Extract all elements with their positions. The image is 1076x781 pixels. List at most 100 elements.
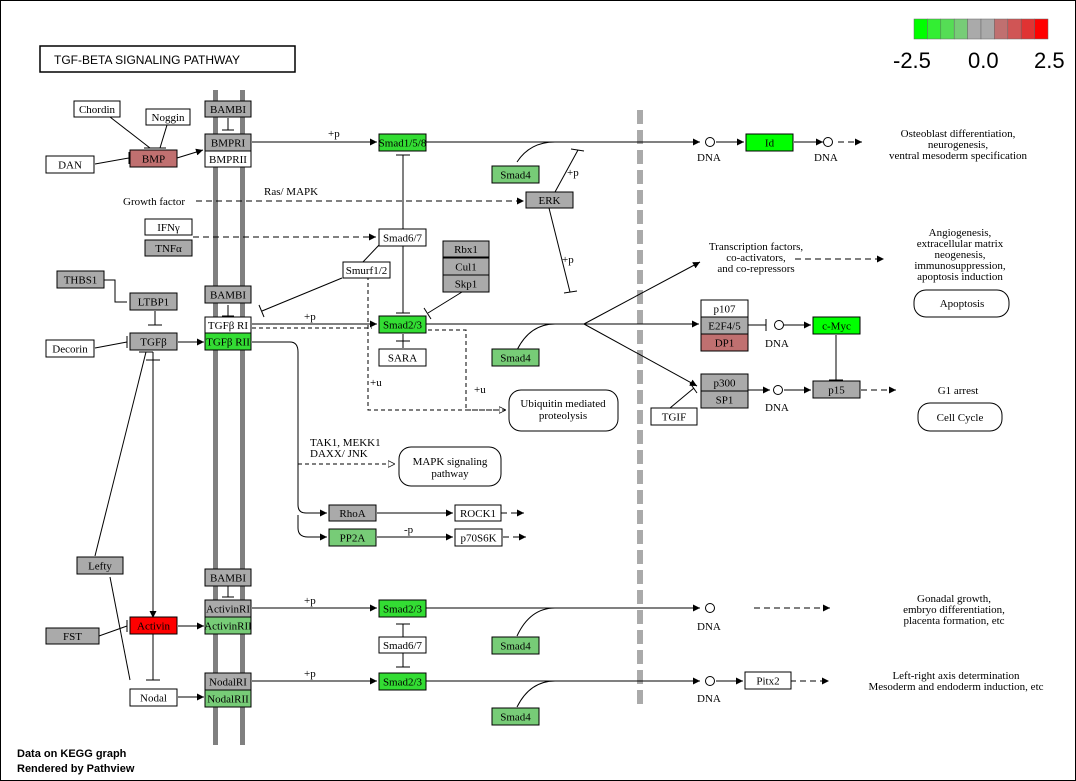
gene-node-smad23-3[interactable]: Smad2/3 (378, 672, 427, 691)
gene-node-nodalrii[interactable]: NodalRII (204, 689, 252, 708)
footer-line-1: Data on KEGG graph (17, 748, 127, 760)
gene-node-activinrii[interactable]: ActivinRII (204, 616, 252, 635)
gene-node-dan[interactable]: DAN (45, 155, 95, 174)
gene-node-p15[interactable]: p15 (812, 380, 861, 399)
gene-node-smurf12[interactable]: Smurf1/2 (342, 261, 391, 279)
outcome-angio-4: immunosuppression, (914, 260, 1006, 272)
gene-node-activin[interactable]: Activin (129, 616, 178, 635)
gene-node-smad4-4[interactable]: Smad4 (491, 707, 540, 726)
gene-node-tgif[interactable]: TGIF (650, 407, 698, 426)
tak1-label-2: DAXX/ JNK (310, 448, 368, 460)
ubiquitin-pathway-node[interactable] (508, 389, 619, 432)
gene-node-label: DAN (58, 160, 82, 172)
gene-node-box (378, 636, 427, 654)
gene-node-box (812, 380, 861, 399)
gene-node-bmp[interactable]: BMP (129, 149, 178, 168)
gene-node-lefty[interactable]: Lefty (76, 556, 124, 575)
gene-node-cul1[interactable]: Cul1 (442, 257, 490, 276)
gene-node-bambi2[interactable]: BAMBI (204, 285, 252, 304)
legend-min-label: -2.5 (893, 48, 931, 73)
gene-node-label: ActivinRI (206, 604, 250, 616)
gene-node-tgfbri[interactable]: TGFβ RI (204, 316, 252, 334)
gene-node-box (491, 348, 540, 367)
gene-node-box (812, 316, 861, 335)
gene-node-label: SARA (388, 353, 417, 365)
gene-node-smad4-1[interactable]: Smad4 (491, 165, 540, 184)
outcome-osteo-1: Osteoblast differentiation, (901, 128, 1016, 140)
gene-node-label: ROCK1 (460, 508, 496, 520)
gene-node-decorin[interactable]: Decorin (45, 339, 95, 358)
gene-node-nodalri[interactable]: NodalRI (204, 672, 252, 691)
outcome-gonad-1: Gonadal growth, (917, 593, 991, 605)
gene-node-ltbp1[interactable]: LTBP1 (129, 292, 178, 311)
gene-node-tgfbrii[interactable]: TGFβ RII (204, 332, 252, 351)
outcome-angio-5: apoptosis induction (917, 271, 1003, 283)
gene-node-dp1[interactable]: DP1 (700, 333, 749, 352)
cell-cycle-node[interactable] (917, 402, 1003, 432)
gene-node-skp1[interactable]: Skp1 (442, 274, 490, 293)
dna-label-1: DNA (697, 152, 721, 164)
gene-node-pitx2[interactable]: Pitx2 (744, 671, 792, 690)
gene-node-thbs1[interactable]: THBS1 (56, 270, 105, 289)
gene-node-chordin[interactable]: Chordin (73, 100, 121, 118)
dephospho-label: -p (404, 524, 414, 536)
gene-node-smad158[interactable]: Smad1/5/8 (378, 133, 427, 152)
gene-node-noggin[interactable]: Noggin (145, 108, 191, 126)
gene-node-p300[interactable]: p300 (700, 373, 749, 392)
gene-node-rbx1[interactable]: Rbx1 (442, 240, 490, 258)
mapk-pathway-node[interactable] (398, 446, 502, 487)
gene-node-smad67-2[interactable]: Smad6/7 (378, 636, 427, 654)
gene-node-nodal[interactable]: Nodal (129, 688, 178, 707)
gene-node-p107[interactable]: p107 (700, 299, 749, 318)
gene-node-rock1[interactable]: ROCK1 (454, 504, 502, 522)
gene-node-label: c-Myc (822, 321, 851, 333)
gene-node-box (378, 348, 427, 367)
gene-node-box (700, 390, 749, 409)
gene-node-smad23-1[interactable]: Smad2/3 (378, 315, 427, 334)
gene-node-bambi3[interactable]: BAMBI (204, 568, 252, 587)
gene-node-pp2a[interactable]: PP2A (328, 528, 377, 547)
gene-node-fst[interactable]: FST (45, 627, 100, 645)
gene-node-activinri[interactable]: ActivinRI (204, 599, 252, 618)
gene-node-sp1[interactable]: SP1 (700, 390, 749, 409)
gene-node-erk[interactable]: ERK (525, 191, 574, 209)
legend-swatch (940, 18, 955, 40)
gene-node-tgfb[interactable]: TGFβ (129, 332, 178, 351)
gene-node-id[interactable]: Id (745, 133, 794, 152)
gene-node-smad23-2[interactable]: Smad2/3 (378, 599, 427, 618)
gene-node-box (204, 332, 252, 351)
gene-node-box (129, 332, 178, 351)
legend-swatch (994, 18, 1009, 40)
phospho-label-2: +p (567, 167, 579, 179)
gene-node-box (204, 100, 252, 118)
gene-node-box (129, 616, 178, 635)
gene-node-bmprii[interactable]: BMPRII (204, 150, 252, 168)
gene-node-bambi1[interactable]: BAMBI (204, 100, 252, 118)
dna-circles (705, 137, 833, 686)
gene-node-label: NodalRI (209, 677, 247, 689)
gene-node-rhoa[interactable]: RhoA (328, 504, 377, 522)
gene-node-p70s6k[interactable]: p70S6K (454, 528, 503, 547)
gene-node-smad67-1[interactable]: Smad6/7 (378, 228, 427, 247)
gene-node-label: Decorin (52, 344, 88, 356)
gene-node-tnfa[interactable]: TNFα (144, 239, 193, 257)
gene-node-label: BAMBI (210, 104, 246, 116)
gene-node-label: Cul1 (455, 262, 476, 274)
outcome-angio-2: extracellular matrix (917, 238, 1004, 250)
apoptosis-node[interactable] (913, 289, 1010, 318)
legend-max-label: 2.5 (1034, 48, 1065, 73)
gene-node-smad4-3[interactable]: Smad4 (491, 636, 540, 655)
gene-node-cmyc[interactable]: c-Myc (812, 316, 861, 335)
tf-label-3: and co-repressors (717, 263, 794, 275)
gene-node-box (378, 672, 427, 691)
gene-node-ifny[interactable]: IFNγ (144, 218, 193, 236)
gene-node-box (491, 165, 540, 184)
gene-node-sara[interactable]: SARA (378, 348, 427, 367)
dna-label-2: DNA (814, 152, 838, 164)
gene-node-smad4-2[interactable]: Smad4 (491, 348, 540, 367)
gene-node-label: ERK (539, 195, 561, 207)
gene-node-bmpri[interactable]: BMPRI (204, 133, 252, 152)
gene-node-e2f45[interactable]: E2F4/5 (700, 316, 749, 335)
dna-label-4: DNA (765, 402, 789, 414)
